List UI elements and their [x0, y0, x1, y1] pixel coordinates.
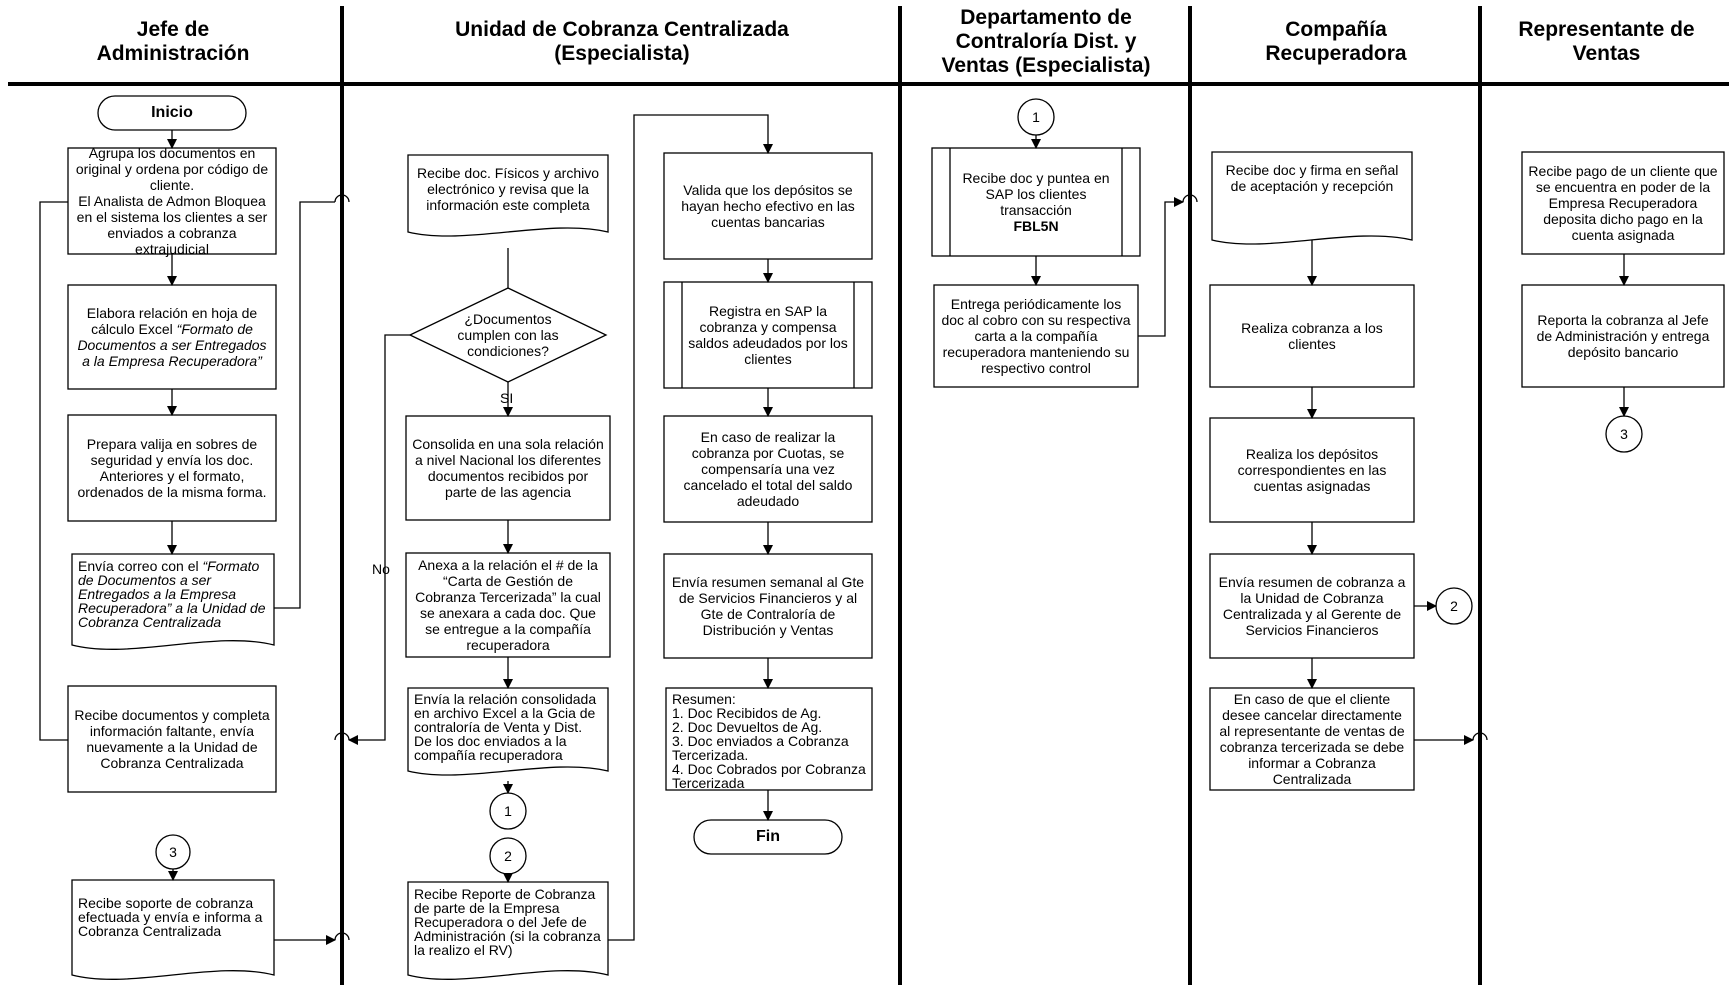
process-consolida-relacion: Consolida en una sola relación a nivel N… [412, 436, 604, 500]
envia-correo-italic: “Formato de Documentos a ser Entregados … [78, 558, 266, 630]
note-resumen: Resumen: 1. Doc Recibidos de Ag. 2. Doc … [672, 691, 866, 791]
transaction-code: FBL5N [1013, 218, 1059, 234]
formato-documentos-title: “Formato de Documentos a ser Entregados … [77, 321, 267, 369]
lane-header-compania-recuperadora: Compañía Recuperadora [1265, 18, 1407, 65]
connector-1: 1 [504, 803, 512, 819]
process-elabora-relacion: Elabora relación en hoja de cálculo Exce… [68, 285, 276, 389]
process-recibe-pago: Recibe pago de un cliente que se encuent… [1528, 163, 1718, 243]
lane-header-jefe-administracion: Jefe de Administración [96, 18, 250, 65]
puntea-sap-text: Recibe doc y puntea en SAP los clientes … [962, 170, 1110, 218]
process-anexa-carta: Anexa a la relación el # de la “Carta de… [415, 557, 601, 653]
process-agrupa-documentos: Agrupa los documentos en original y orde… [75, 145, 269, 257]
process-entrega-doc: Entrega periódicamente los doc al cobro … [941, 296, 1131, 376]
document-envia-correo: Envía correo con el “Formato de Document… [72, 556, 274, 646]
connector-3: 3 [169, 844, 177, 860]
start-node: Inicio [151, 104, 193, 121]
subprocess-puntea-sap: Recibe doc y puntea en SAP los clientes … [950, 148, 1122, 256]
elabora-relacion-text: Elabora relación en hoja de cálculo Exce… [86, 305, 258, 337]
process-recibe-documentos: Recibe documentos y completa información… [74, 707, 270, 771]
process-envia-resumen-cobranza: Envía resumen de cobranza a la Unidad de… [1218, 574, 1406, 638]
document-recibe-doc-fisicos: Recibe doc. Físicos y archivo electrónic… [416, 165, 600, 213]
connector-2: 2 [1450, 598, 1458, 614]
lane-header-unidad-cobranza: Unidad de Cobranza Centralizada (Especia… [455, 18, 789, 65]
document-recibe-doc-firma: Recibe doc y firma en señal de aceptació… [1225, 162, 1399, 194]
process-pago-directo: En caso de que el cliente desee cancelar… [1219, 691, 1405, 787]
process-reporta-cobranza: Reporta la cobranza al Jefe de Administr… [1536, 312, 1710, 360]
process-cobranza-cuotas: En caso de realizar la cobranza por Cuot… [683, 429, 853, 509]
label-no: No [372, 561, 390, 577]
document-recibe-reporte: Recibe Reporte de Cobranza de parte de l… [414, 886, 601, 958]
process-realiza-depositos: Realiza los depósitos correspondientes e… [1237, 446, 1387, 494]
process-prepara-valija: Prepara valija en sobres de seguridad y … [77, 436, 267, 500]
lane-header-representante-ventas: Representante de Ventas [1518, 18, 1695, 65]
connector-1: 1 [1032, 109, 1040, 125]
connector-2: 2 [504, 848, 512, 864]
process-realiza-cobranza: Realiza cobranza a los clientes [1241, 320, 1383, 352]
subprocess-registra-sap: Registra en SAP la cobranza y compensa s… [688, 303, 848, 367]
label-si: SI [500, 390, 514, 406]
process-envia-resumen-semanal: Envía resumen semanal al Gte de Servicio… [671, 574, 865, 638]
process-valida-depositos: Valida que los depósitos se hayan hecho … [681, 182, 855, 230]
decision-documentos-cumplen: ¿Documentos cumplen con las condiciones? [457, 311, 559, 359]
end-node: Fin [756, 828, 780, 845]
connector-3: 3 [1620, 426, 1628, 442]
lane-header-contraloria: Departamento de Contraloría Dist. y Vent… [941, 6, 1151, 77]
document-envia-relacion: Envía la relación consolidada en archivo… [414, 691, 597, 763]
envia-correo-text: Envía correo con el [78, 558, 203, 574]
document-recibe-soporte: Recibe soporte de cobranza efectuada y e… [78, 895, 263, 939]
